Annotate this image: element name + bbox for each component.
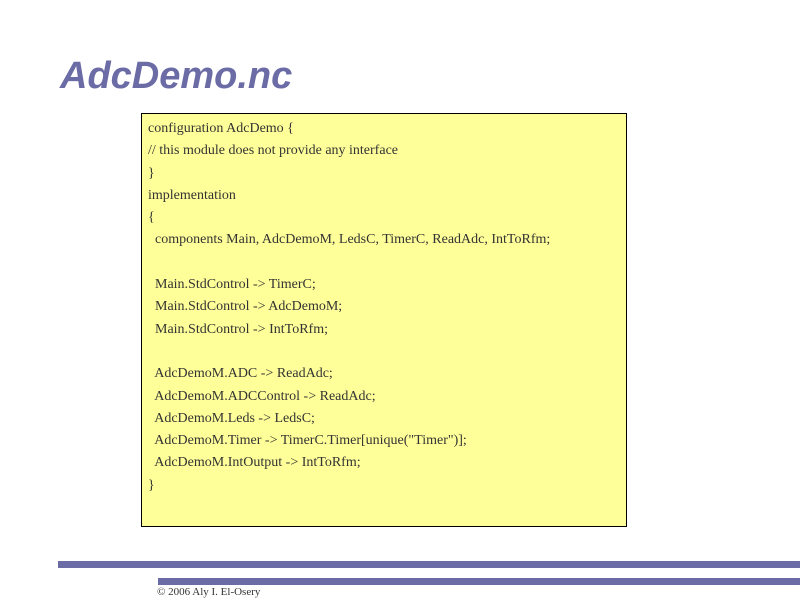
code-line: configuration AdcDemo { xyxy=(148,121,294,136)
code-line: AdcDemoM.Timer -> TimerC.Timer[unique("T… xyxy=(148,433,467,449)
code-line: implementation xyxy=(148,187,236,203)
copyright-notice: © 2006 Aly I. El-Osery xyxy=(157,586,261,598)
code-line xyxy=(148,341,626,363)
code-line: // this module does not provide any inte… xyxy=(148,143,398,159)
code-listing: configuration AdcDemo { // this module d… xyxy=(141,113,627,527)
code-line: } xyxy=(148,477,155,493)
footer-divider-bar xyxy=(58,561,800,568)
code-line: { xyxy=(148,210,155,226)
code-line: Main.StdControl -> IntToRfm; xyxy=(148,321,328,337)
code-line: AdcDemoM.Leds -> LedsC; xyxy=(148,410,315,426)
footer-divider-bar xyxy=(158,578,800,585)
code-line: } xyxy=(148,165,155,181)
code-line: AdcDemoM.IntOutput -> IntToRfm; xyxy=(148,455,361,471)
slide-title: AdcDemo.nc xyxy=(60,55,293,97)
code-line: AdcDemoM.ADC -> ReadAdc; xyxy=(148,366,333,382)
code-line: Main.StdControl -> TimerC; xyxy=(148,277,316,293)
code-line: AdcDemoM.ADCControl -> ReadAdc; xyxy=(148,388,376,404)
code-line xyxy=(148,252,626,274)
code-line: Main.StdControl -> AdcDemoM; xyxy=(148,299,343,315)
code-line: components Main, AdcDemoM, LedsC, TimerC… xyxy=(148,232,551,248)
